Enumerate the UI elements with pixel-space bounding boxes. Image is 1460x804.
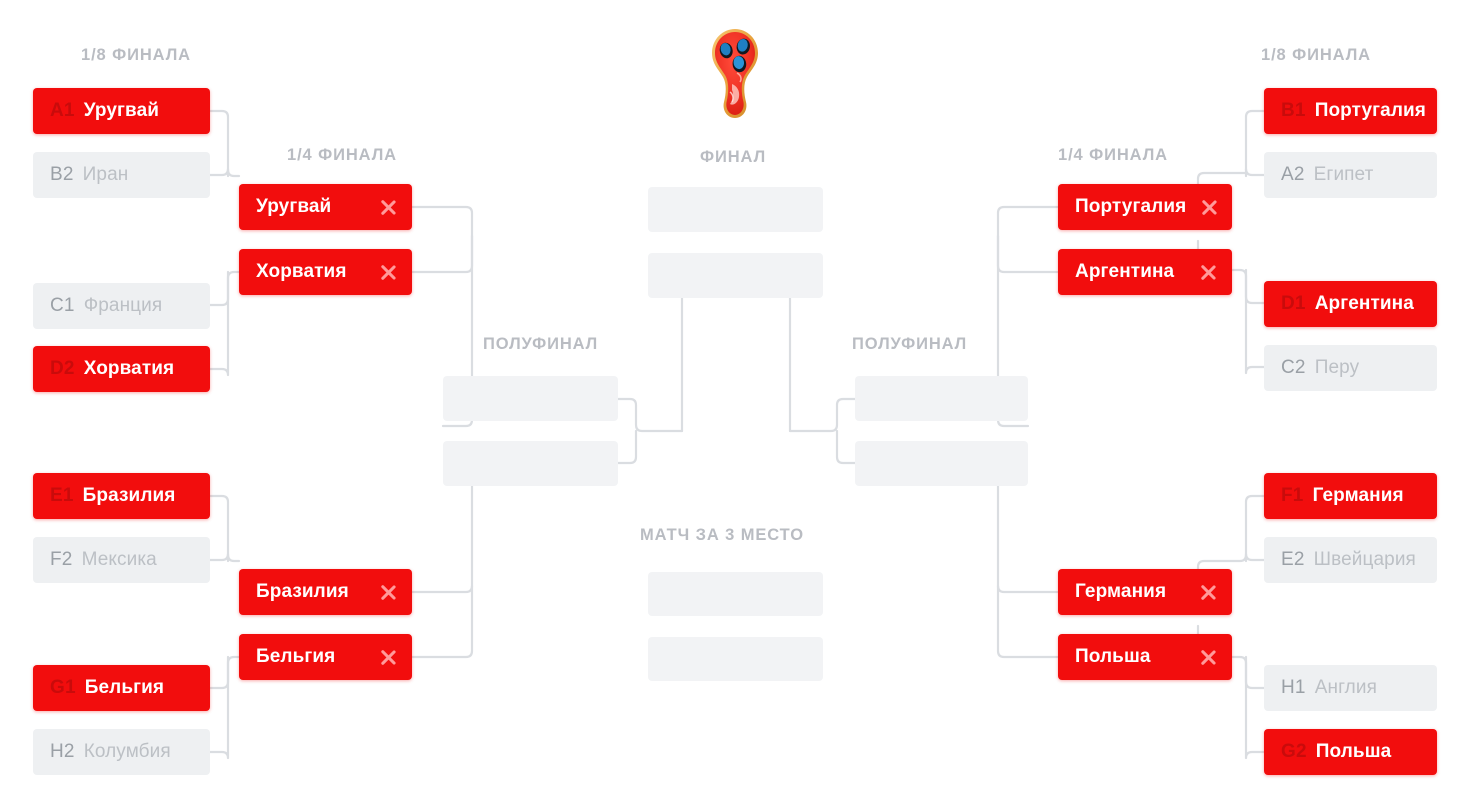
r16-right-slot-5[interactable]: F1 Германия xyxy=(1264,473,1437,519)
qf-left-slot-2[interactable]: Хорватия xyxy=(239,249,412,295)
label-third-place-match: МАТЧ ЗА 3 МЕСТО xyxy=(640,526,804,544)
team-name: Бельгия xyxy=(84,677,165,698)
team-name: Мексика xyxy=(81,549,157,570)
close-icon[interactable] xyxy=(1199,583,1218,602)
team-name: Аргентина xyxy=(1314,293,1414,314)
r16-left-slot-1[interactable]: A1 Уругвай xyxy=(33,88,210,134)
r16-left-slot-2[interactable]: B2 Иран xyxy=(33,152,210,198)
seed-label: H2 xyxy=(50,741,75,762)
team-name: Бразилия xyxy=(256,581,349,602)
close-icon[interactable] xyxy=(379,648,398,667)
final-slot-1[interactable] xyxy=(648,187,823,232)
r16-left-slot-6[interactable]: F2 Мексика xyxy=(33,537,210,583)
close-icon[interactable] xyxy=(379,198,398,217)
label-round-of-16-left: 1/8 ФИНАЛА xyxy=(81,46,191,64)
qf-right-slot-2[interactable]: Аргентина xyxy=(1058,249,1232,295)
r16-right-slot-4[interactable]: C2 Перу xyxy=(1264,345,1437,391)
qf-right-slot-3[interactable]: Германия xyxy=(1058,569,1232,615)
team-name: Перу xyxy=(1314,357,1360,378)
seed-label: H1 xyxy=(1281,677,1306,698)
team-name: Хорватия xyxy=(256,261,347,282)
team-name: Англия xyxy=(1314,677,1377,698)
close-icon[interactable] xyxy=(379,263,398,282)
team-name: Германия xyxy=(1312,485,1404,506)
seed-label: G1 xyxy=(50,677,76,698)
label-round-of-16-right: 1/8 ФИНАЛА xyxy=(1261,46,1371,64)
team-name: Бразилия xyxy=(82,485,176,506)
team-name: Польша xyxy=(1075,646,1151,667)
seed-label: G2 xyxy=(1281,741,1307,762)
third-place-slot-1[interactable] xyxy=(648,572,823,616)
sf-right-slot-1[interactable] xyxy=(855,376,1028,421)
team-name: Польша xyxy=(1315,741,1392,762)
close-icon[interactable] xyxy=(1199,648,1218,667)
seed-label: F1 xyxy=(1281,485,1304,506)
label-quarterfinal-left: 1/4 ФИНАЛА xyxy=(287,146,397,164)
team-name: Хорватия xyxy=(83,358,175,379)
close-icon[interactable] xyxy=(379,583,398,602)
r16-right-slot-6[interactable]: E2 Швейцария xyxy=(1264,537,1437,583)
team-name: Бельгия xyxy=(256,646,336,667)
qf-left-slot-3[interactable]: Бразилия xyxy=(239,569,412,615)
seed-label: E1 xyxy=(50,485,74,506)
r16-right-slot-3[interactable]: D1 Аргентина xyxy=(1264,281,1437,327)
r16-left-slot-5[interactable]: E1 Бразилия xyxy=(33,473,210,519)
world-cup-trophy-logo-icon xyxy=(712,29,758,118)
team-name: Португалия xyxy=(1075,196,1187,217)
r16-left-slot-4[interactable]: D2 Хорватия xyxy=(33,346,210,392)
r16-right-slot-7[interactable]: H1 Англия xyxy=(1264,665,1437,711)
seed-label: F2 xyxy=(50,549,73,570)
team-name: Уругвай xyxy=(83,100,160,121)
seed-label: B2 xyxy=(50,164,74,185)
seed-label: D2 xyxy=(50,358,75,379)
seed-label: C1 xyxy=(50,295,75,316)
team-name: Германия xyxy=(1075,581,1167,602)
seed-label: E2 xyxy=(1281,549,1305,570)
label-semifinal-left: ПОЛУФИНАЛ xyxy=(483,335,599,353)
label-final: ФИНАЛ xyxy=(700,148,767,166)
team-name: Колумбия xyxy=(83,741,171,762)
r16-right-slot-1[interactable]: B1 Португалия xyxy=(1264,88,1437,134)
team-name: Египет xyxy=(1313,164,1374,185)
r16-right-slot-2[interactable]: A2 Египет xyxy=(1264,152,1437,198)
third-place-slot-2[interactable] xyxy=(648,637,823,681)
seed-label: B1 xyxy=(1281,100,1306,121)
r16-left-slot-7[interactable]: G1 Бельгия xyxy=(33,665,210,711)
sf-left-slot-2[interactable] xyxy=(443,441,618,486)
r16-left-slot-3[interactable]: C1 Франция xyxy=(33,283,210,329)
label-semifinal-right: ПОЛУФИНАЛ xyxy=(852,335,968,353)
label-quarterfinal-right: 1/4 ФИНАЛА xyxy=(1058,146,1168,164)
team-name: Иран xyxy=(82,164,129,185)
team-name: Португалия xyxy=(1314,100,1426,121)
qf-right-slot-4[interactable]: Польша xyxy=(1058,634,1232,680)
close-icon[interactable] xyxy=(1199,263,1218,282)
qf-right-slot-1[interactable]: Португалия xyxy=(1058,184,1232,230)
team-name: Швейцария xyxy=(1313,549,1416,570)
seed-label: A1 xyxy=(50,100,75,121)
seed-label: A2 xyxy=(1281,164,1305,185)
seed-label: D1 xyxy=(1281,293,1306,314)
team-name: Уругвай xyxy=(256,196,332,217)
team-name: Франция xyxy=(83,295,163,316)
close-icon[interactable] xyxy=(1200,198,1219,217)
team-name: Аргентина xyxy=(1075,261,1175,282)
r16-right-slot-8[interactable]: G2 Польша xyxy=(1264,729,1437,775)
final-slot-2[interactable] xyxy=(648,253,823,298)
qf-left-slot-1[interactable]: Уругвай xyxy=(239,184,412,230)
sf-left-slot-1[interactable] xyxy=(443,376,618,421)
qf-left-slot-4[interactable]: Бельгия xyxy=(239,634,412,680)
r16-left-slot-8[interactable]: H2 Колумбия xyxy=(33,729,210,775)
seed-label: C2 xyxy=(1281,357,1306,378)
sf-right-slot-2[interactable] xyxy=(855,441,1028,486)
